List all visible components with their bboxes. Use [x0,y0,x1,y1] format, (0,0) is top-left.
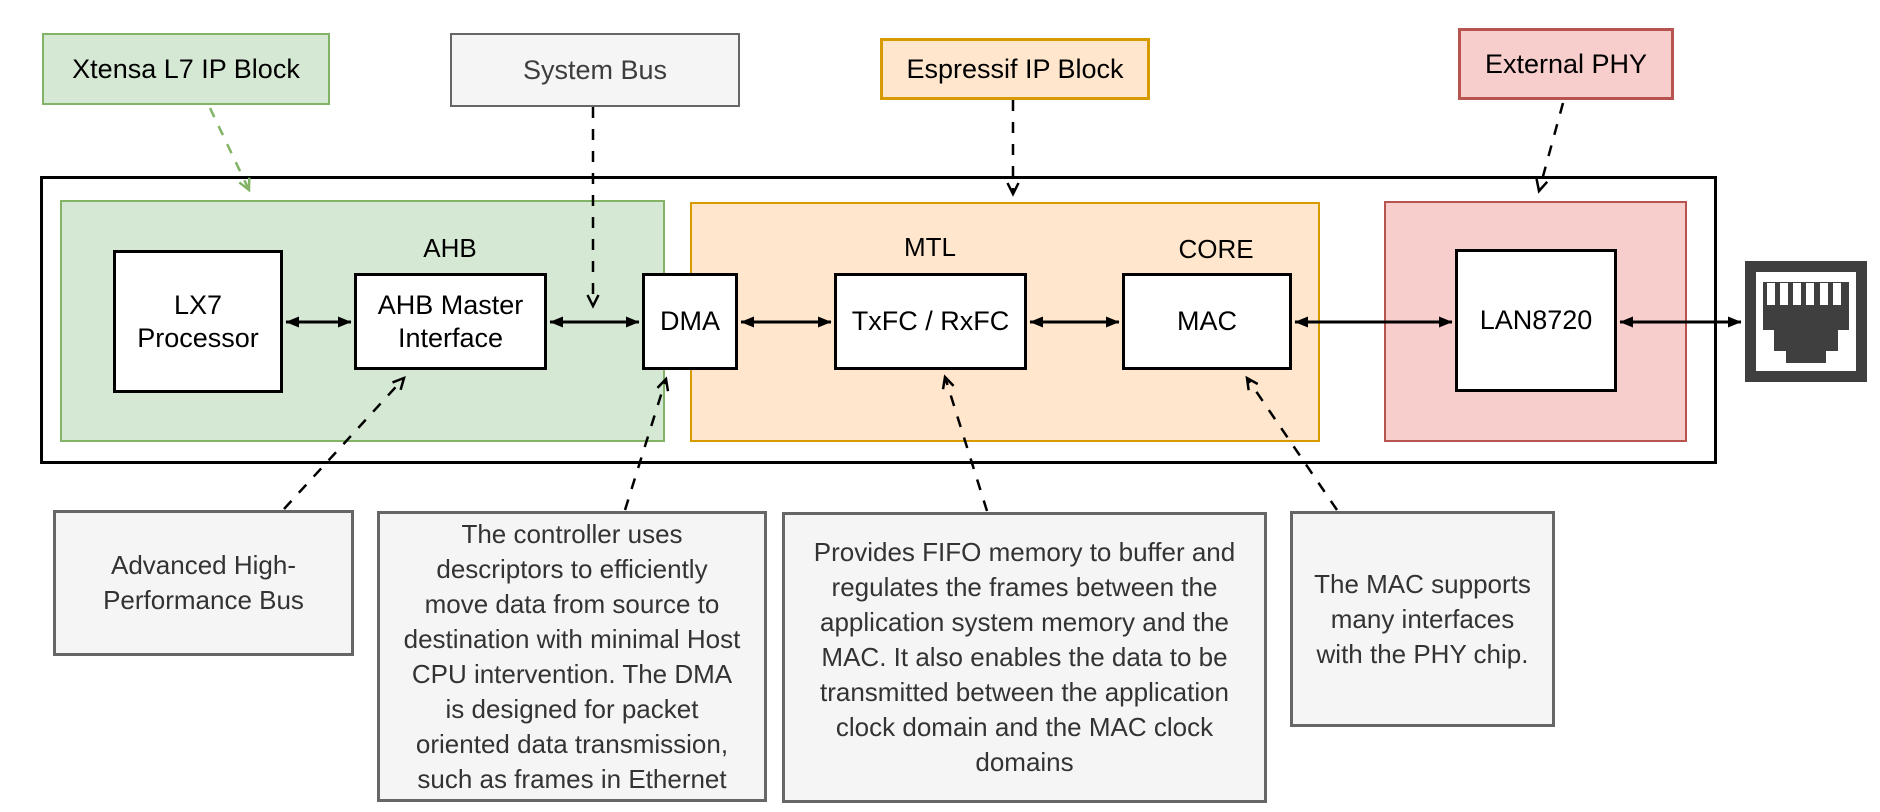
dashed-arrow-xtensa-region [208,107,251,193]
region-label-core: CORE [1178,233,1254,264]
dashed-arrow-external-phy-region [1535,102,1565,194]
note-mac: The MAC supports many interfaces with th… [1290,511,1555,727]
note-dma: The controller uses descriptors to effic… [377,511,767,802]
block-lan8720: LAN8720 [1455,249,1617,392]
dashed-arrow-note-mac [1245,375,1339,511]
block-dma: DMA [642,273,738,370]
legend-espressif-label: Espressif IP Block [880,38,1150,100]
block-lx7-processor: LX7 Processor [113,250,283,393]
region-label-mtl: MTL [904,231,956,262]
ethernet-jack-icon [1745,261,1867,382]
legend-external-phy-label: External PHY [1458,28,1674,100]
block-txfc-rxfc: TxFC / RxFC [834,273,1027,370]
legend-xtensa-text: Xtensa L7 IP Block [72,53,300,84]
region-label-ahb: AHB [423,232,477,263]
dashed-arrow-note-ahb [283,375,406,510]
note-mtl: Provides FIFO memory to buffer and regul… [782,512,1267,803]
legend-xtensa-label: Xtensa L7 IP Block [42,33,330,105]
block-ahb-master-interface: AHB Master Interface [354,273,547,370]
legend-system-bus-label: System Bus [450,33,740,107]
legend-espressif-text: Espressif IP Block [906,53,1124,84]
legend-system-bus-text: System Bus [522,54,668,85]
dashed-arrow-note-dma [623,376,670,511]
note-ahb: Advanced High- Performance Bus [53,510,354,656]
dashed-arrow-note-mtl [941,374,989,512]
block-mac: MAC [1122,273,1292,370]
legend-external-phy-text: External PHY [1484,48,1648,79]
